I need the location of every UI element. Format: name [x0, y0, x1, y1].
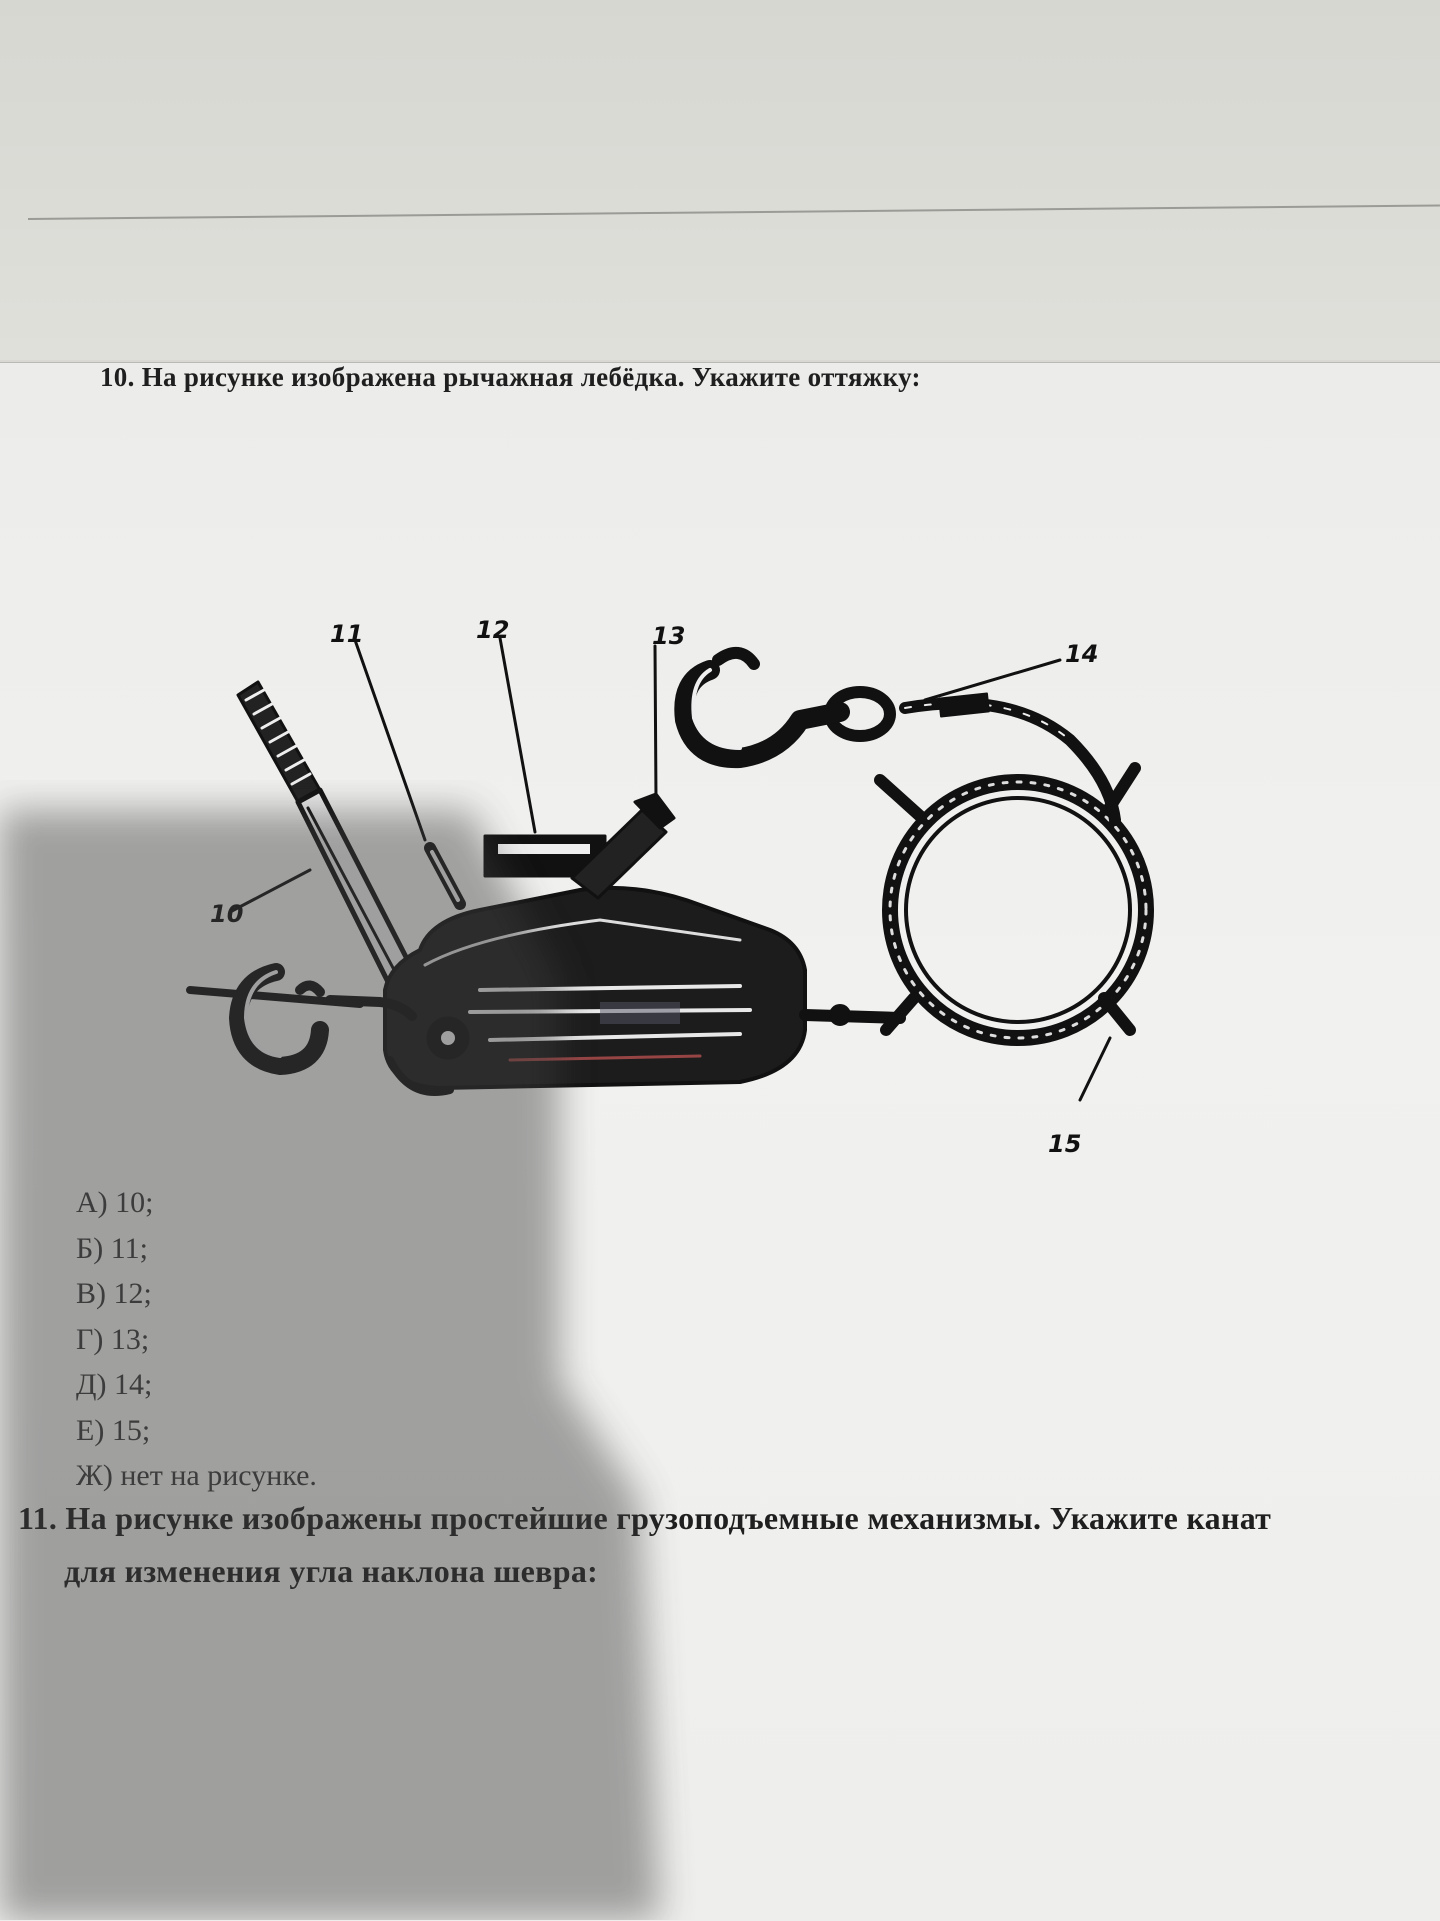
callout-10: 10: [210, 900, 243, 928]
callout-15: 15: [1048, 1130, 1081, 1158]
leader-13: [653, 644, 658, 802]
option-d[interactable]: Д) 14;: [76, 1368, 153, 1401]
rope-to-ring: [799, 1009, 906, 1024]
question-10-title: 10. На рисунке изображена рычажная лебёд…: [100, 362, 921, 392]
question-11-title-line1: 11. На рисунке изображены простейшие гру…: [18, 1500, 1272, 1536]
question-11-title-line2: для изменения угла наклона шевра:: [64, 1553, 599, 1589]
option-v[interactable]: В) 12;: [76, 1277, 152, 1310]
leader-15: [1078, 1036, 1112, 1102]
callout-11: 11: [330, 620, 363, 648]
previous-page: [0, 0, 1440, 360]
option-e[interactable]: Е) 15;: [76, 1413, 151, 1447]
anchor-ring: [874, 762, 1154, 1046]
option-zh[interactable]: Ж) нет на рисунке.: [76, 1459, 317, 1492]
callout-14: 14: [1065, 640, 1098, 668]
left-hook: [186, 963, 417, 1075]
handle-grip: [236, 680, 322, 804]
callout-13: 13: [652, 622, 685, 650]
leader-12: [498, 636, 537, 834]
leader-14: [923, 658, 1062, 702]
callout-12: 12: [476, 620, 509, 644]
lever-winch-figure: 10 11 12 13 14 15: [186, 620, 1154, 1158]
option-g[interactable]: Г) 13;: [76, 1322, 150, 1356]
top-hook: [674, 647, 896, 769]
question-10-options: А) 10; Б) 11; В) 12; Г) 13; Д) 14; Е) 15…: [76, 1180, 317, 1499]
option-a[interactable]: А) 10;: [76, 1186, 154, 1219]
leader-11: [353, 638, 427, 842]
option-b[interactable]: Б) 11;: [76, 1231, 148, 1265]
